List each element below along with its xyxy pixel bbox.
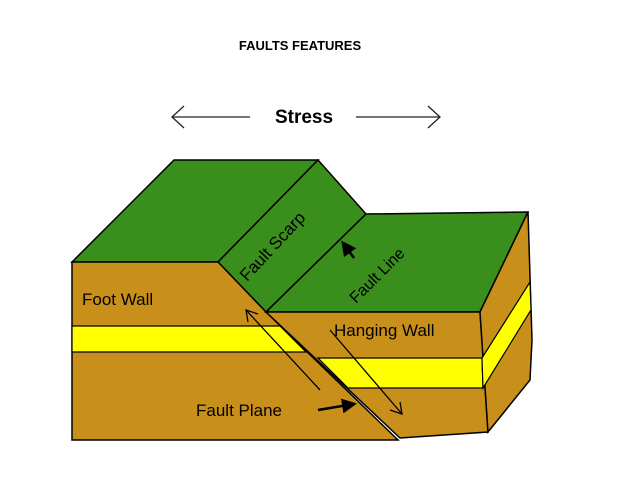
upthrow-arrow	[245, 309, 321, 391]
foot-wall-yellow-layer	[71, 325, 308, 353]
hanging-wall-yellow-front	[316, 357, 484, 389]
fault-plane-label: Fault Plane	[196, 401, 282, 420]
stress-arrow-left-head	[171, 105, 185, 129]
hanging-wall-block	[264, 211, 533, 439]
fault-line-pointer	[341, 240, 357, 259]
hanging-wall-label: Hanging Wall	[334, 321, 434, 340]
stress-arrow-right-head	[427, 105, 441, 129]
hanging-wall-yellow-side	[481, 280, 532, 391]
stress-label: Stress	[275, 107, 333, 128]
fault-plane-pointer	[317, 398, 357, 414]
downthrow-arrow	[329, 329, 403, 415]
foot-wall-label: Foot Wall	[82, 290, 153, 309]
foot-wall-block	[70, 158, 400, 441]
fault-plane-arrows	[245, 309, 403, 415]
upthrow-arrow-head	[245, 309, 259, 323]
stress-indicator: Stress	[171, 105, 441, 129]
slide-title: FAULTS FEATURES	[238, 38, 362, 53]
downthrow-arrow-head	[389, 401, 403, 415]
